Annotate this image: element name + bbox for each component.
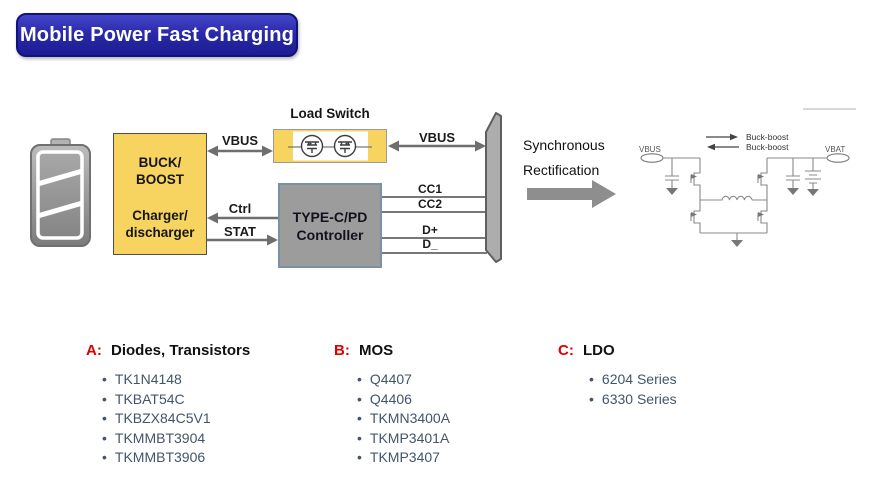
schematic-vbat-label: VBAT — [825, 145, 845, 154]
buck-boost-line3: Charger/ — [132, 208, 188, 223]
part-item-label: TKBAT54C — [114, 390, 185, 407]
buck-boost-schematic: Buck-boost Buck-boost VBUS VBAT — [639, 132, 850, 247]
schematic-buckboost-fwd-label: Buck-boost — [746, 132, 789, 142]
cc2-label: CC2 — [417, 197, 442, 211]
part-item-label: TKMN3400A — [369, 410, 451, 426]
controller-line2: Controller — [296, 226, 364, 243]
part-item: • TKBAT54C — [102, 390, 250, 410]
part-item: • TKMN3400A — [357, 409, 450, 429]
bullet: • — [102, 429, 107, 446]
part-item-label: Q4407 — [369, 371, 412, 387]
bullet: • — [357, 449, 362, 465]
part-item-label: 6204 Series — [601, 371, 677, 387]
sync-line1: Synchronous — [523, 137, 605, 153]
part-item: • TKMP3401A — [357, 429, 450, 449]
buck-boost-line1: BUCK/ — [138, 155, 182, 170]
part-item-label: TKMMBT3906 — [114, 449, 206, 465]
load-switch-block — [273, 129, 387, 163]
parts-list-c-header: C: LDO — [558, 342, 677, 359]
load-switch-label: Load Switch — [290, 106, 370, 121]
sync-rectification-label: Synchronous Rectification — [523, 133, 605, 183]
part-item: • Q4406 — [357, 390, 450, 410]
part-item-label: TKMMBT3904 — [114, 429, 206, 446]
part-item: • Q4407 — [357, 370, 450, 390]
part-item: • TK1N4148 — [102, 370, 250, 390]
bullet: • — [102, 410, 107, 426]
battery-icon — [30, 138, 91, 247]
bullet: • — [589, 390, 594, 407]
d-plus-label: D+ — [422, 223, 438, 237]
schematic-buckboost-rev-label: Buck-boost — [746, 142, 789, 152]
part-item-label: Q4406 — [369, 390, 412, 407]
usb-connector-shape — [485, 112, 502, 263]
part-item: • TKMP3407 — [357, 448, 450, 468]
parts-list-b: B: MOS • Q4407 • Q4406 • TKMN3400A • TKMP3401… — [334, 342, 450, 468]
parts-list-c-prefix: C: — [558, 342, 574, 359]
part-item-label: 6330 Series — [601, 390, 677, 407]
part-item: • TKBZX84C5V1 — [102, 409, 250, 429]
bullet: • — [102, 371, 107, 387]
part-item: • TKMMBT3904 — [102, 429, 250, 449]
parts-list-c: C: LDO • 6204 Series • 6330 Series — [558, 342, 677, 409]
ctrl-label: Ctrl — [228, 201, 252, 216]
controller-line1: TYPE-C/PD — [292, 208, 368, 225]
parts-list-a-title: Diodes, Transistors — [111, 342, 251, 359]
parts-list-a: A: Diodes, Transistors • TK1N4148 • TKBAT54… — [86, 342, 250, 468]
part-item: • TKMMBT3906 — [102, 448, 250, 468]
part-item-label: TKMP3407 — [369, 449, 440, 465]
bullet: • — [357, 410, 362, 426]
vbus-left-label: VBUS — [221, 133, 259, 148]
part-item-label: TKBZX84C5V1 — [114, 410, 211, 426]
part-item-label: TK1N4148 — [114, 371, 182, 387]
part-item: • 6204 Series — [589, 370, 677, 390]
buck-boost-line2: BOOST — [135, 172, 184, 187]
part-item-label: TKMP3401A — [369, 429, 450, 446]
type-c-pd-controller-block: TYPE-C/PD Controller — [278, 183, 382, 268]
parts-list-a-prefix: A: — [86, 342, 102, 359]
d-minus-label: D_ — [422, 237, 438, 251]
parts-list-c-title: LDO — [583, 342, 615, 359]
bullet: • — [589, 371, 594, 387]
parts-list-a-header: A: Diodes, Transistors — [86, 342, 250, 359]
buck-boost-block: BUCK/ BOOST Charger/ discharger — [113, 133, 207, 255]
parts-list-b-header: B: MOS — [334, 342, 450, 359]
vbus-right-label: VBUS — [418, 130, 456, 145]
bullet: • — [102, 449, 107, 465]
part-item: • 6330 Series — [589, 390, 677, 410]
bullet: • — [357, 429, 362, 446]
stat-label: STAT — [223, 224, 256, 239]
parts-list-b-title: MOS — [359, 342, 394, 359]
buck-boost-line4: discharger — [125, 225, 195, 240]
bullet: • — [102, 390, 107, 407]
title-banner: Mobile Power Fast Charging — [16, 13, 298, 57]
cc1-label: CC1 — [417, 182, 442, 196]
sync-line2: Rectification — [523, 162, 600, 178]
bullet: • — [357, 390, 362, 407]
parts-list-b-prefix: B: — [334, 342, 350, 359]
bullet: • — [357, 371, 362, 387]
right-block-arrow-icon — [527, 180, 616, 208]
schematic-vbus-label: VBUS — [639, 145, 661, 154]
